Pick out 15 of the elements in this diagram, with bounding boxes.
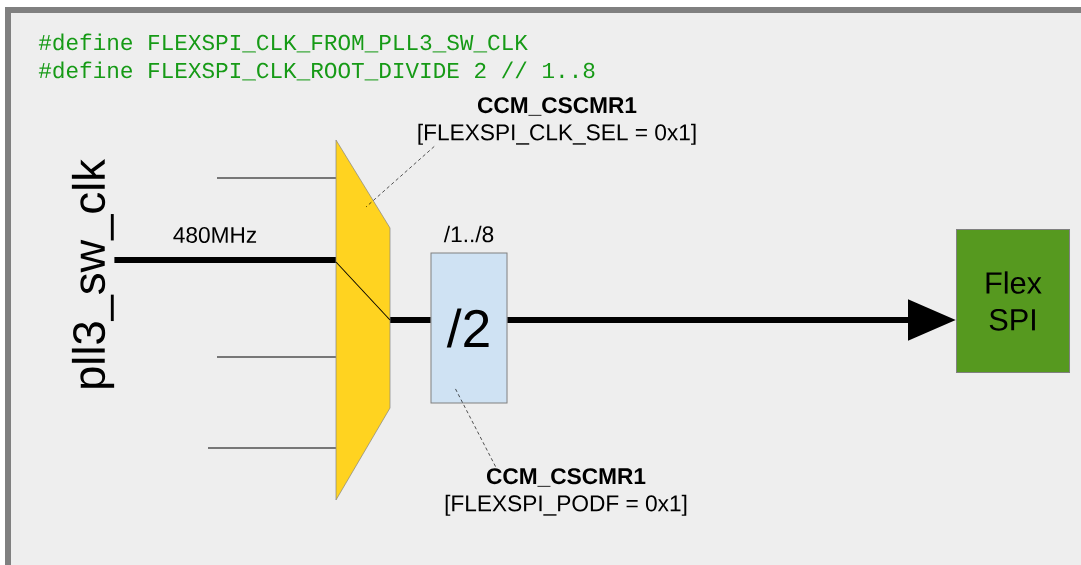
rotated-label: pll3_sw_clk (71, 159, 115, 388)
leader-line (365, 146, 435, 208)
leader-line (454, 387, 496, 467)
code-line: #define FLEXSPI_CLK_FROM_PLL3_SW_CLK (38, 33, 528, 53)
divider-range-label: /1../8 (443, 225, 494, 243)
signal-line (216, 356, 337, 358)
register-label: CCM_CSCMR1 [FLEXSPI_CLK_SEL = 0x1] (418, 97, 696, 145)
code-line: #define FLEXSPI_CLK_ROOT_DIVIDE 2 // 1..8 (38, 61, 595, 81)
signal-line (216, 177, 337, 179)
multiplexer-symbol (335, 139, 391, 501)
signal-line (114, 257, 336, 263)
register-label: CCM_CSCMR1 [FLEXSPI_PODF = 0x1] (445, 468, 687, 516)
peripheral-box: Flex SPI (956, 229, 1070, 373)
signal-line (390, 317, 431, 323)
signal-line (207, 447, 337, 449)
